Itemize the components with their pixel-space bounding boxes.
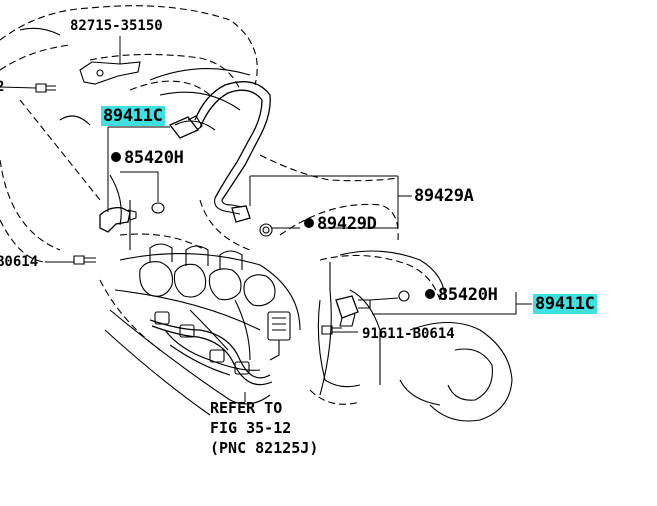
leader-lines — [0, 36, 532, 402]
sensor-89411c-top — [168, 115, 203, 139]
label-89429a[interactable]: 89429A — [414, 186, 474, 206]
sensor-89411c-right — [335, 290, 410, 327]
sensor-harness — [194, 81, 271, 215]
label-89429d: 89429D — [304, 214, 377, 234]
label-82715-35150: 82715-35150 — [70, 18, 163, 34]
bracket-82715 — [79, 61, 141, 85]
new-part-dot-icon — [425, 289, 435, 299]
refer-note-line1: REFER TO — [210, 399, 283, 417]
new-part-dot-icon — [304, 218, 314, 228]
label-b0614-left: B0614 — [0, 254, 39, 270]
label-89411c-top[interactable]: 89411C — [101, 106, 165, 126]
label-89429d-text: 89429D — [317, 214, 377, 234]
engine-outline — [0, 5, 441, 405]
label-85420h-left-text: 85420H — [124, 148, 184, 168]
label-85420h-right-text: 85420H — [438, 285, 498, 305]
engine-contours — [19, 27, 513, 422]
label-85420h-left: 85420H — [111, 148, 184, 168]
new-part-dot-icon — [111, 152, 121, 162]
label-89411c-right[interactable]: 89411C — [533, 294, 597, 314]
label-partial-2: 2 — [0, 79, 5, 95]
label-91611-b0614: 91611-B0614 — [362, 326, 455, 342]
wire-loom — [149, 311, 291, 386]
bolt-top-left — [35, 83, 56, 93]
sensor-85420h-left — [99, 202, 165, 233]
label-85420h-right: 85420H — [425, 285, 498, 305]
bolt-left — [73, 255, 96, 265]
bolt-right — [321, 325, 342, 335]
refer-note-line2: FIG 35-12 — [210, 419, 292, 437]
refer-note-line3: (PNC 82125J) — [210, 439, 319, 457]
connector-89429 — [231, 205, 273, 237]
